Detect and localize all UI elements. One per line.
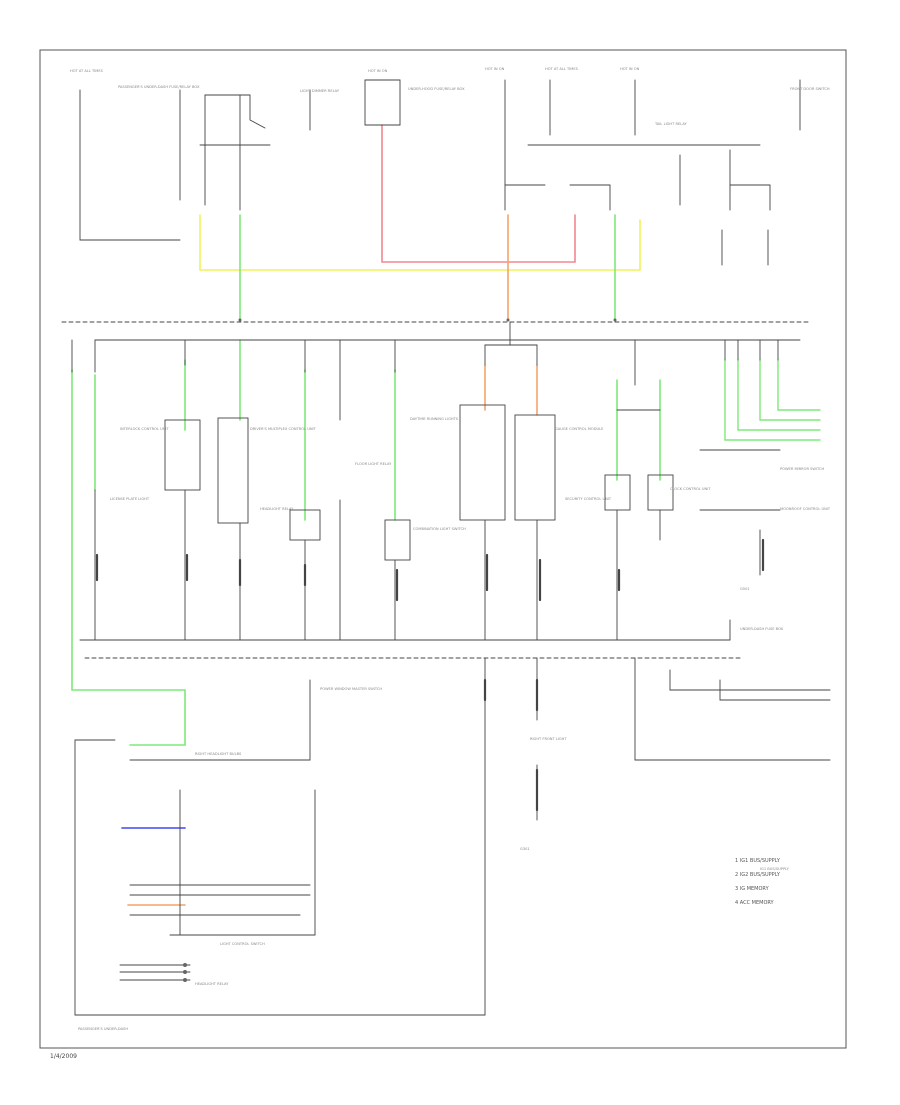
svg-text:RIGHT FRONT LIGHT: RIGHT FRONT LIGHT [530, 737, 567, 741]
svg-text:DRIVER'S MULTIPLEX CONTROL UNI: DRIVER'S MULTIPLEX CONTROL UNIT [250, 427, 317, 431]
legend-item: 3 IG MEMORY [735, 886, 770, 892]
svg-text:GAUGE CONTROL MODULE: GAUGE CONTROL MODULE [555, 427, 604, 431]
footer-code: 1/4/2009 [50, 1053, 77, 1060]
svg-text:HOT IN ON: HOT IN ON [485, 67, 505, 71]
svg-text:HOT IN ON: HOT IN ON [620, 67, 640, 71]
wire-red [381, 124, 576, 263]
svg-text:LIGHT CONTROL SWITCH: LIGHT CONTROL SWITCH [220, 942, 265, 946]
svg-text:RIGHT HEADLIGHT BULBS: RIGHT HEADLIGHT BULBS [195, 752, 242, 756]
svg-text:POWER WINDOW MASTER SWITCH: POWER WINDOW MASTER SWITCH [320, 687, 382, 691]
svg-text:HEADLIGHT RELAY: HEADLIGHT RELAY [260, 507, 294, 511]
svg-text:LICENSE PLATE LIGHT: LICENSE PLATE LIGHT [110, 497, 150, 501]
svg-text:INTERLOCK CONTROL UNIT: INTERLOCK CONTROL UNIT [120, 427, 169, 431]
svg-text:UNDER-DASH FUSE BOX: UNDER-DASH FUSE BOX [740, 627, 784, 631]
diagram-border [39, 49, 847, 1049]
svg-text:MOONROOF CONTROL UNIT: MOONROOF CONTROL UNIT [780, 507, 831, 511]
svg-text:HOT IN ON: HOT IN ON [368, 69, 388, 73]
svg-text:IG1 BUS/SUPPLY: IG1 BUS/SUPPLY [760, 867, 790, 871]
svg-text:FRONT DOOR SWITCH: FRONT DOOR SWITCH [790, 87, 830, 91]
legend-item: 4 ACC MEMORY [735, 900, 775, 906]
legend-item: 2 IG2 BUS/SUPPLY [735, 872, 781, 878]
svg-text:HOT AT ALL TIMES: HOT AT ALL TIMES [545, 67, 579, 71]
wire-green-right-3 [759, 359, 821, 421]
wire-green-right-4 [777, 359, 821, 411]
wire-yellow [199, 214, 641, 271]
wire-green-right-1 [724, 359, 821, 441]
svg-text:FLOOR LIGHT RELAY: FLOOR LIGHT RELAY [355, 462, 392, 466]
svg-text:LIGHT DIMMER RELAY: LIGHT DIMMER RELAY [300, 89, 340, 93]
svg-text:SECURITY CONTROL UNIT: SECURITY CONTROL UNIT [565, 497, 612, 501]
svg-text:G501: G501 [740, 587, 750, 591]
svg-text:PASSENGER'S UNDER-DASH: PASSENGER'S UNDER-DASH [78, 1027, 128, 1031]
svg-text:G301: G301 [520, 847, 530, 851]
svg-text:UNDER-HOOD FUSE/RELAY BOX: UNDER-HOOD FUSE/RELAY BOX [408, 87, 465, 91]
svg-text:COMBINATION LIGHT SWITCH: COMBINATION LIGHT SWITCH [413, 527, 466, 531]
svg-text:CLOCK CONTROL UNIT: CLOCK CONTROL UNIT [670, 487, 711, 491]
wire-green-right-2 [737, 359, 821, 431]
svg-text:TAIL LIGHT RELAY: TAIL LIGHT RELAY [654, 122, 687, 126]
svg-text:DAYTIME RUNNING LIGHTS: DAYTIME RUNNING LIGHTS [410, 417, 459, 421]
svg-text:POWER MIRROR SWITCH: POWER MIRROR SWITCH [780, 467, 824, 471]
legend-item: 1 IG1 BUS/SUPPLY [735, 858, 781, 864]
svg-text:HEADLIGHT RELAY: HEADLIGHT RELAY [195, 982, 229, 986]
svg-text:HOT AT ALL TIMES: HOT AT ALL TIMES [70, 69, 104, 73]
svg-text:PASSENGER'S UNDER-DASH FUSE/RE: PASSENGER'S UNDER-DASH FUSE/RELAY BOX [118, 85, 200, 89]
legend: 1 IG1 BUS/SUPPLY 2 IG2 BUS/SUPPLY 3 IG MEM… [735, 858, 781, 906]
wire-green-left [71, 369, 186, 746]
